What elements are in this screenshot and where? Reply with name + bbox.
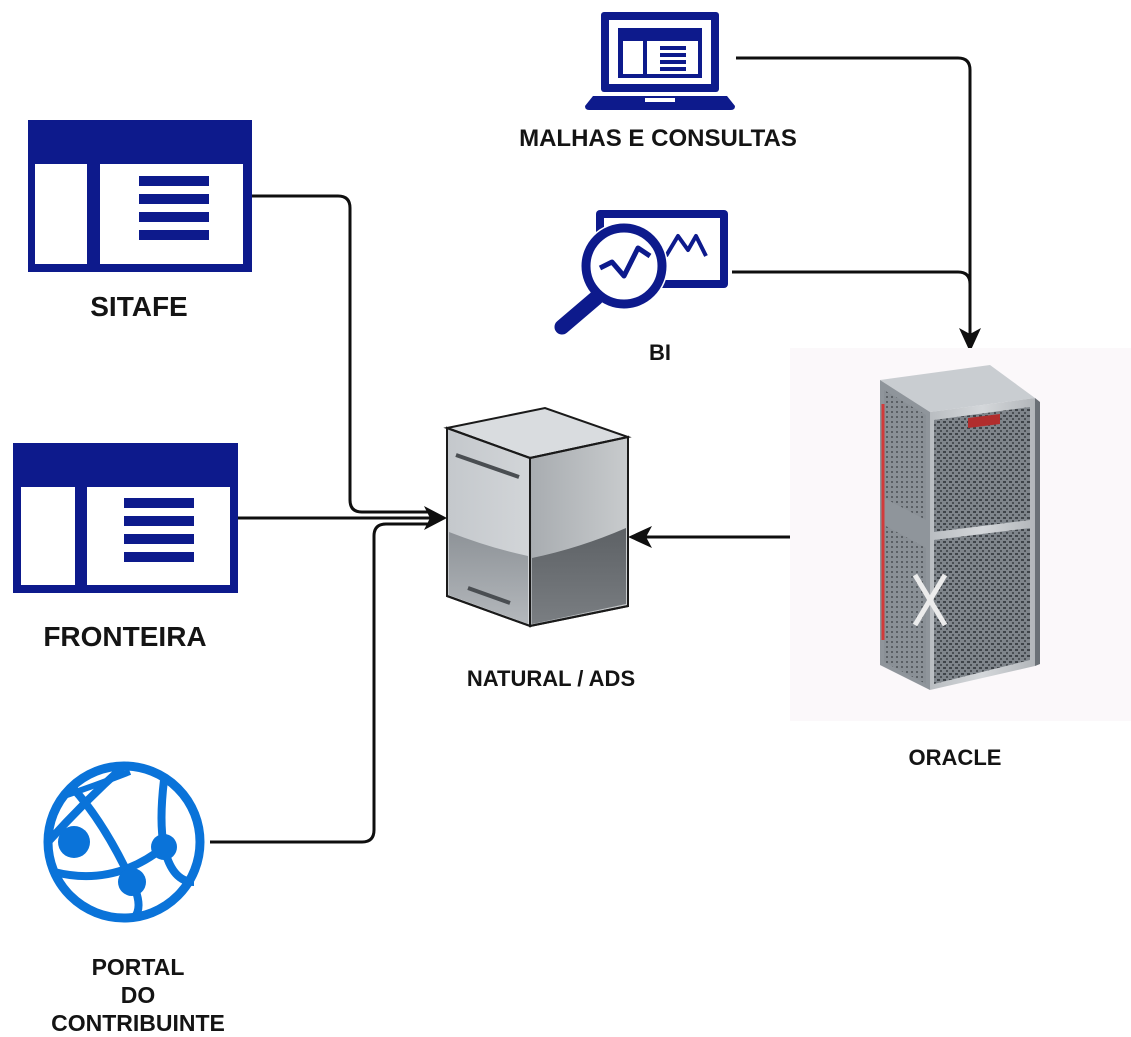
connectors <box>210 56 972 844</box>
analytics-magnifier-icon[interactable] <box>554 210 728 335</box>
node-label-sitafe: SITAFE <box>90 291 187 322</box>
node-label-natural-ads: NATURAL / ADS <box>467 666 635 691</box>
app-window-icon[interactable] <box>13 443 238 593</box>
node-label-portal-line-2: DO <box>121 982 156 1008</box>
globe-network-icon[interactable] <box>43 761 205 923</box>
edge-sitafe-to-natural <box>252 194 432 514</box>
node-label-bi: BI <box>649 340 671 365</box>
exadata-rack-icon[interactable] <box>790 348 1131 721</box>
arrow-into-oracle-icon <box>959 328 981 352</box>
node-label-portal-line-1: PORTAL <box>92 954 185 980</box>
arrowheads <box>424 328 981 548</box>
arrow-from-oracle-icon <box>628 526 652 548</box>
laptop-app-icon[interactable] <box>585 12 735 110</box>
app-window-icon[interactable] <box>28 120 252 272</box>
edge-malhas-to-oracle <box>736 56 972 334</box>
edge-portal-to-natural <box>210 522 432 844</box>
node-label-fronteira: FRONTEIRA <box>43 621 206 652</box>
arrow-into-natural-icon <box>424 506 447 530</box>
server-icon[interactable] <box>443 406 632 628</box>
node-label-oracle: ORACLE <box>909 745 1002 770</box>
edge-bi-to-oracle <box>732 270 972 285</box>
node-label-malhas: MALHAS E CONSULTAS <box>519 125 797 152</box>
node-label-portal-line-3: CONTRIBUINTE <box>51 1010 225 1036</box>
